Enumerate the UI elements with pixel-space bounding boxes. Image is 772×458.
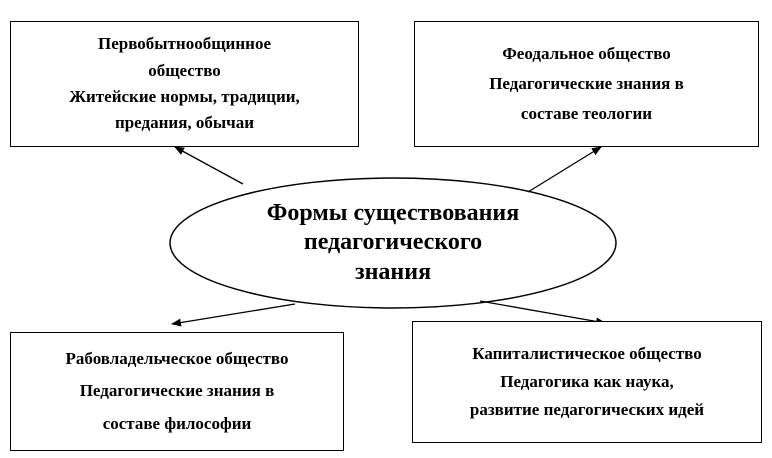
center-concept-label: Формы существования педагогического знан… — [170, 178, 616, 308]
feudal-line-1: Феодальное общество — [502, 44, 671, 64]
slave-line-3: составе философии — [102, 413, 252, 433]
primitive-line-3: Житейские нормы, традиции, — [69, 87, 300, 106]
feudal-line-3: составе теологии — [520, 103, 653, 123]
arrow-to-slave — [171, 303, 296, 327]
slave-line-1: Рабовладельческое общество — [65, 349, 289, 369]
center-line-2: педагогического — [303, 229, 483, 256]
capitalist-line-2: Педагогика как наука, — [500, 371, 674, 391]
arrow-to-feudal — [527, 146, 602, 193]
center-ellipse — [169, 177, 617, 309]
slave-line-2: Педагогические знания в — [79, 381, 275, 401]
primitive-line-1: Первобытнообщинное — [98, 34, 271, 54]
capitalist-society-box: Капиталистическое общество Педагогика ка… — [412, 321, 762, 443]
primitive-line-4: предания, обычаи — [114, 113, 255, 133]
arrow-to-capitalist — [479, 300, 606, 326]
capitalist-line-1: Капиталистическое общество — [472, 343, 702, 363]
arrow-to-primitive — [174, 146, 244, 185]
center-line-1: Формы существования — [266, 200, 520, 227]
center-line-3: знания — [354, 258, 432, 285]
slave-society-box: Рабовладельческое общество Педагогически… — [10, 332, 344, 451]
capitalist-line-3: развитие педагогических идей — [469, 400, 705, 420]
primitive-society-box: Первобытнообщинное общество Житейские но… — [10, 21, 359, 147]
feudal-line-2: Педагогические знания в — [489, 74, 684, 94]
feudal-society-box: Феодальное общество Педагогические знани… — [414, 21, 759, 147]
primitive-line-2: общество — [148, 60, 221, 80]
